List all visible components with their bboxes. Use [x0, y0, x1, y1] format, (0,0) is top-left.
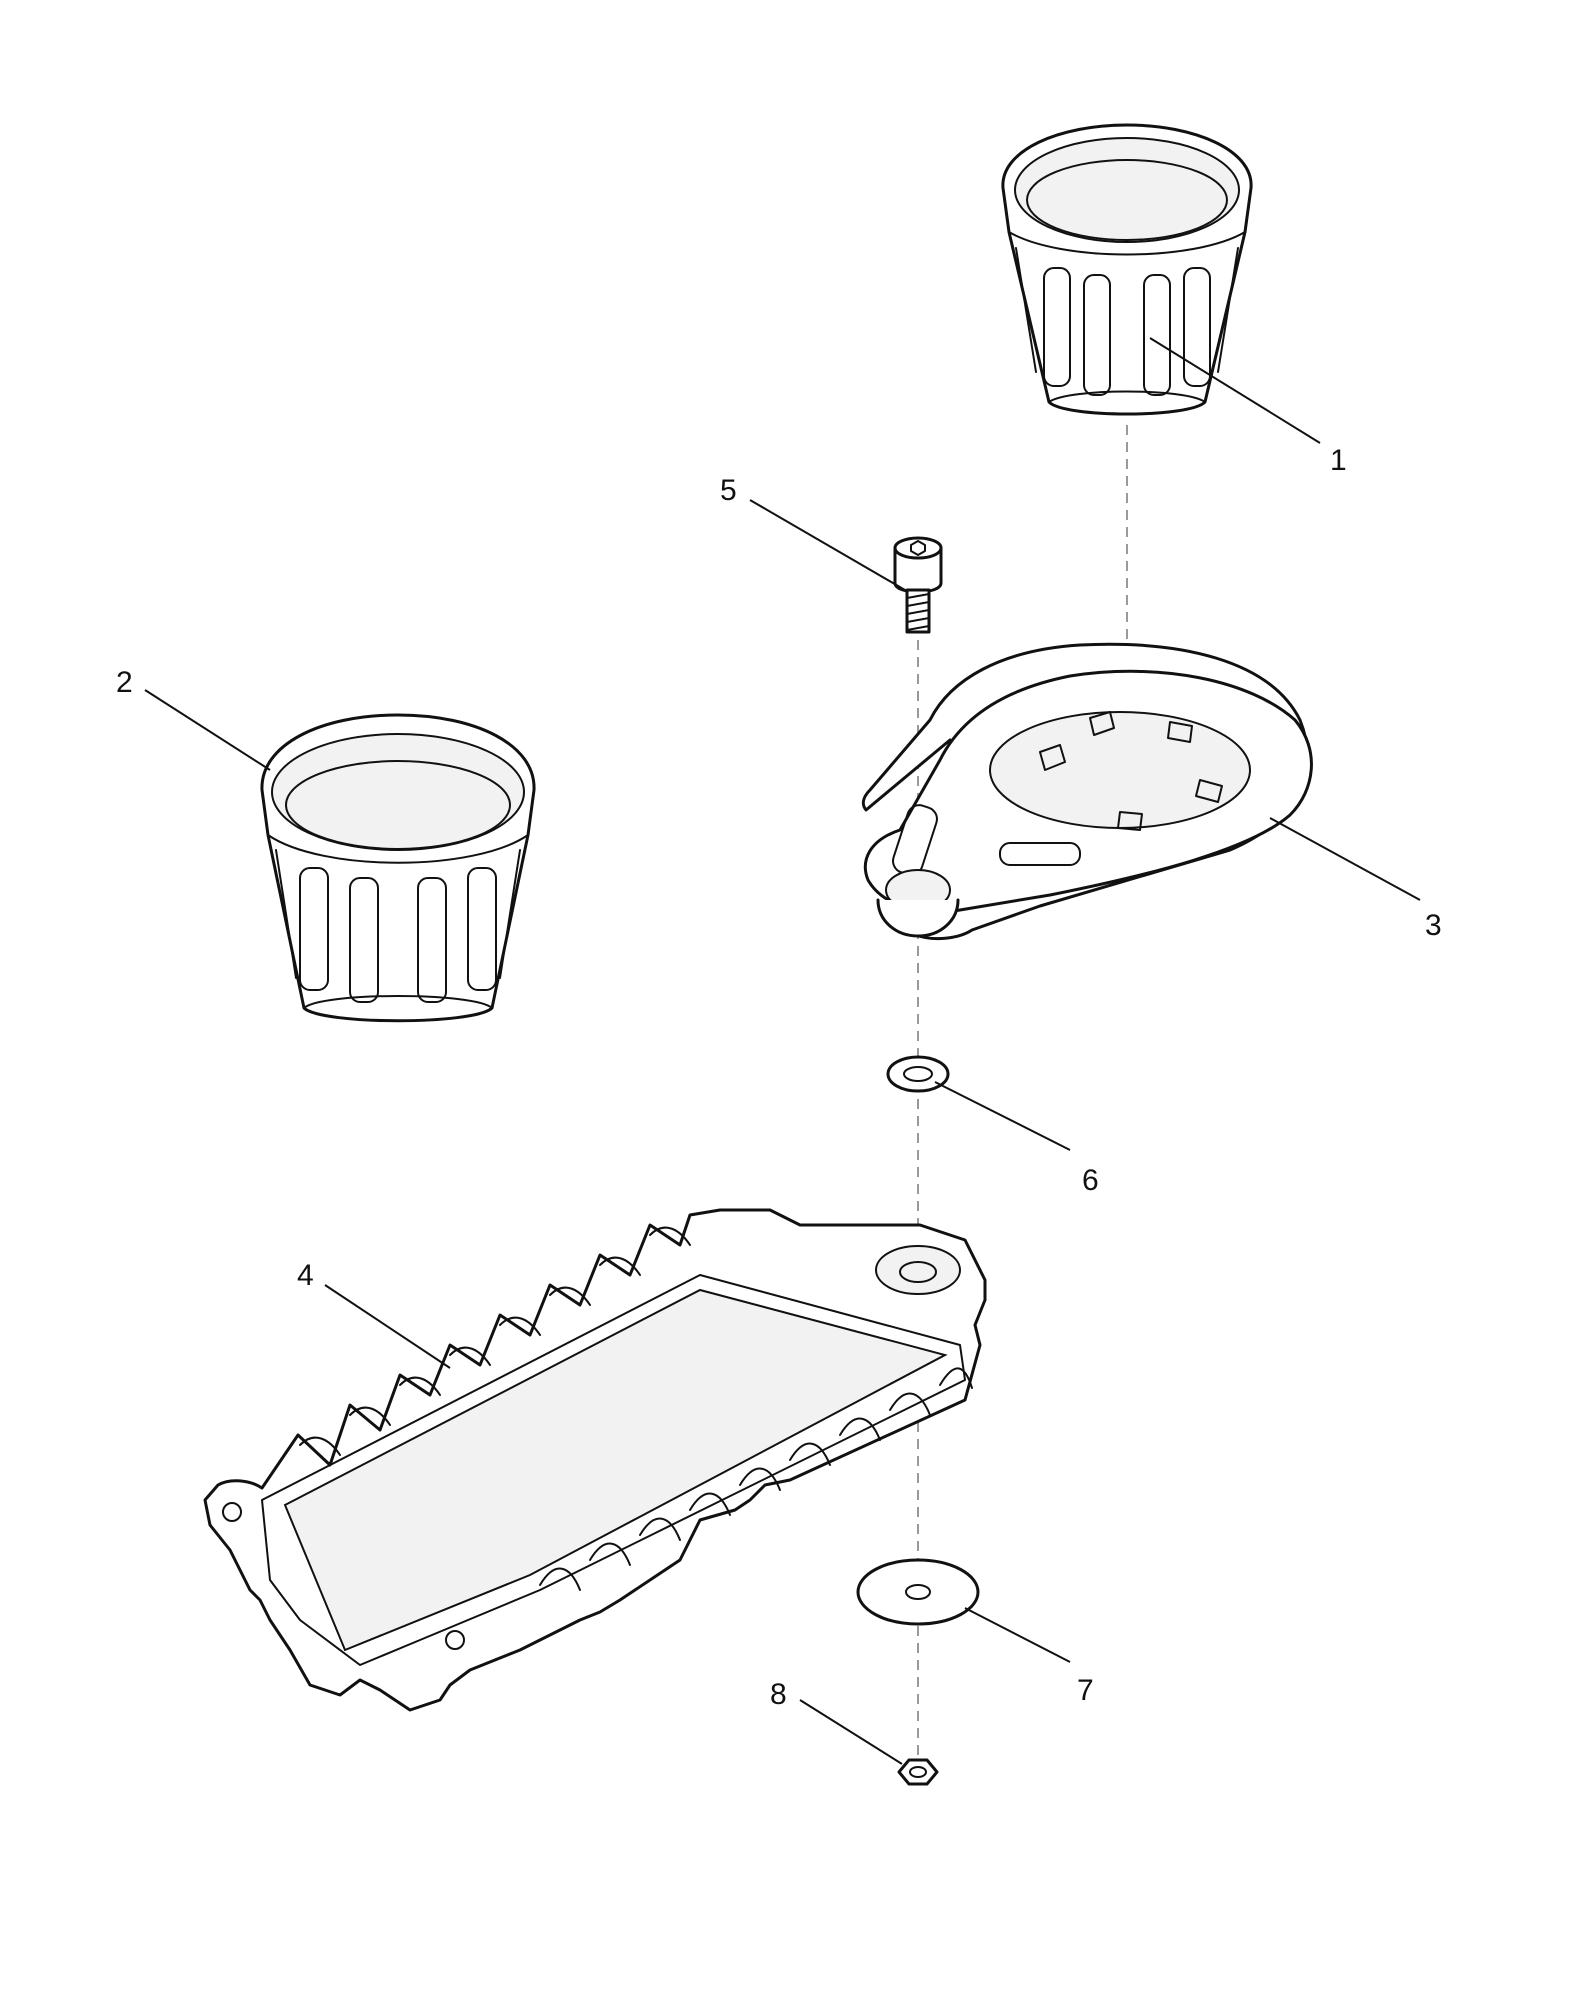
knob-large	[1001, 123, 1253, 416]
callout-6: 6	[1082, 1164, 1099, 1197]
leader-8	[799, 1699, 903, 1765]
wrench-plate	[861, 642, 1313, 941]
knob-small	[260, 713, 536, 1023]
callout-8: 8	[770, 1678, 787, 1711]
leader-4	[324, 1284, 451, 1369]
callout-2: 2	[116, 666, 133, 699]
leader-7	[964, 1607, 1071, 1663]
tray	[203, 1208, 987, 1712]
lock-washer	[886, 1055, 950, 1093]
callout-1: 1	[1330, 444, 1347, 477]
callout-3: 3	[1425, 909, 1442, 942]
leader-6	[934, 1081, 1071, 1151]
callout-4: 4	[297, 1259, 314, 1292]
callout-7: 7	[1077, 1674, 1094, 1707]
cap-screw	[893, 536, 943, 634]
leader-1	[1149, 337, 1321, 444]
leader-5	[749, 499, 906, 591]
leader-3	[1269, 817, 1421, 901]
leader-2	[144, 689, 271, 771]
callout-5: 5	[720, 474, 737, 507]
hex-nut	[897, 1758, 939, 1786]
flat-washer	[856, 1558, 980, 1626]
